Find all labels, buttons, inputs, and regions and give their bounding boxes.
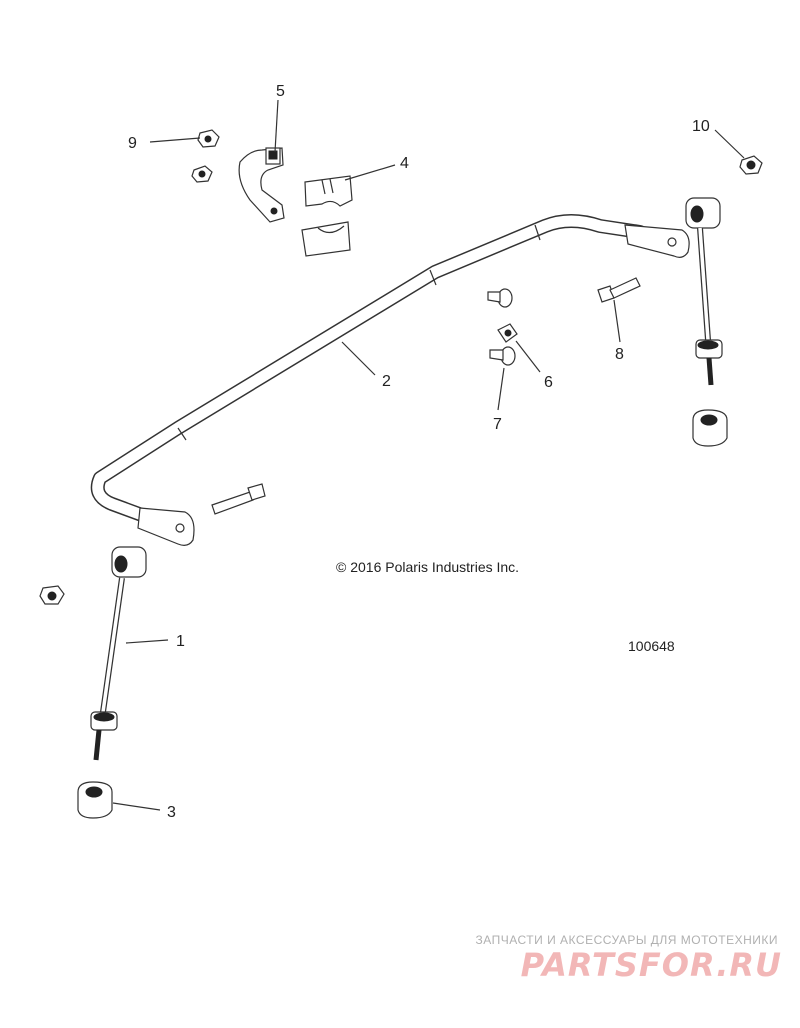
bracket-5 <box>238 147 285 223</box>
clip-6 <box>497 323 518 343</box>
bolt-left <box>211 483 266 515</box>
diagram-part-number: 100648 <box>628 638 675 654</box>
nut-10 <box>739 155 763 175</box>
leader-lines <box>112 99 745 811</box>
callout-10: 10 <box>692 118 710 135</box>
stabilizer-link-left <box>90 546 147 761</box>
callout-1: 1 <box>176 633 185 650</box>
bushing-3 <box>77 781 113 819</box>
bushing-halves-4 <box>301 175 353 257</box>
nuts-9 <box>191 129 220 183</box>
callout-3: 3 <box>167 804 176 821</box>
copyright-text: © 2016 Polaris Industries Inc. <box>336 559 519 575</box>
callout-2: 2 <box>382 373 391 390</box>
bolt-upper <box>487 288 513 308</box>
callout-8: 8 <box>615 346 624 363</box>
callout-4: 4 <box>400 155 409 172</box>
callout-5: 5 <box>276 83 285 100</box>
bolt-8 <box>597 277 641 303</box>
bolt-7 <box>489 346 516 366</box>
nut-left <box>39 585 65 605</box>
bushing-right <box>692 409 728 447</box>
callout-7: 7 <box>493 416 502 433</box>
callout-9: 9 <box>128 135 137 152</box>
callout-6: 6 <box>544 374 553 391</box>
stabilizer-bar <box>90 214 690 546</box>
watermark-logo: PARTSFOR.RU <box>520 946 782 984</box>
watermark-tagline: ЗАПЧАСТИ И АКСЕССУАРЫ ДЛЯ МОТОТЕХНИКИ <box>475 933 778 947</box>
stabilizer-link-right <box>685 197 723 386</box>
